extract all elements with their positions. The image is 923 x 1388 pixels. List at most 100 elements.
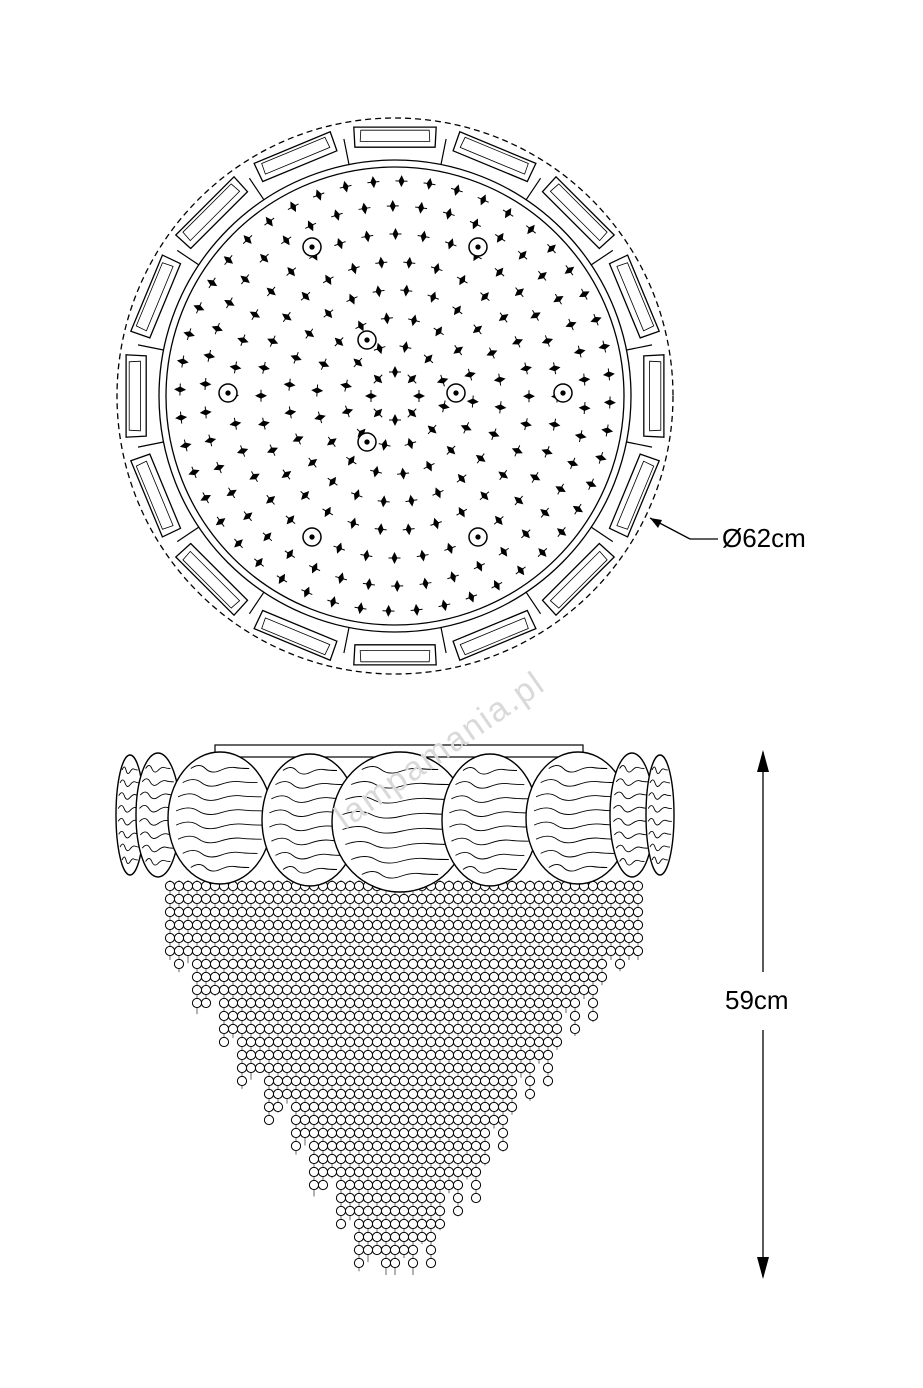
strand-bead <box>318 1011 327 1020</box>
strand-bead <box>192 972 201 981</box>
strand-bead <box>327 1037 336 1046</box>
strand-bead <box>192 920 201 929</box>
crystal-drop <box>492 229 509 246</box>
crystal-drop <box>281 546 298 563</box>
strand-bead <box>237 1076 246 1085</box>
strand-bead <box>345 946 354 955</box>
crystal-drop <box>523 221 540 238</box>
strand-bead <box>444 933 453 942</box>
strand-bead <box>489 972 498 981</box>
strand-bead <box>408 1180 417 1189</box>
strand-bead <box>561 985 570 994</box>
strand-bead <box>381 1232 390 1241</box>
strand-bead <box>498 959 507 968</box>
strand-bead <box>624 881 633 890</box>
crystal-drop <box>370 371 387 388</box>
strand-bead <box>417 1115 426 1124</box>
crystal-drop <box>297 288 314 305</box>
bulb-socket-center <box>476 535 480 539</box>
strand-bead <box>381 1258 390 1267</box>
strand-bead <box>435 933 444 942</box>
strand-bead <box>426 1063 435 1072</box>
strand-bead <box>552 933 561 942</box>
strand-bead <box>417 933 426 942</box>
strand-bead <box>489 1011 498 1020</box>
strand-bead <box>282 959 291 968</box>
strand-bead <box>399 998 408 1007</box>
strand-bead <box>327 1102 336 1111</box>
strand-bead <box>309 907 318 916</box>
strand-bead <box>183 907 192 916</box>
crystal-drop-hook <box>400 290 412 291</box>
strand-bead <box>480 1141 489 1150</box>
strand-bead <box>219 894 228 903</box>
strand-bead <box>480 1037 489 1046</box>
strand-bead <box>489 907 498 916</box>
strand-bead <box>363 1245 372 1254</box>
strand-bead <box>534 881 543 890</box>
strand-bead <box>426 946 435 955</box>
strand-bead <box>444 1128 453 1137</box>
crystal-drop <box>282 511 299 528</box>
strand-bead <box>579 920 588 929</box>
strand-bead <box>516 920 525 929</box>
strand-bead <box>444 1154 453 1163</box>
strand-bead <box>480 1154 489 1163</box>
strand-bead <box>507 907 516 916</box>
strand-bead <box>282 998 291 1007</box>
crystal-drop <box>278 232 295 249</box>
strand-bead <box>273 1089 282 1098</box>
strand-bead <box>183 881 192 890</box>
crystal-drop <box>263 283 280 300</box>
crystal-drop <box>475 192 491 208</box>
strand-bead <box>444 1180 453 1189</box>
strand-bead <box>417 1167 426 1176</box>
strand-bead <box>408 998 417 1007</box>
strand-bead <box>525 1024 534 1033</box>
strand-bead <box>246 1050 255 1059</box>
strand-bead <box>219 1037 228 1046</box>
strand-bead <box>417 1206 426 1215</box>
strand-bead <box>417 920 426 929</box>
crystal-drop <box>495 309 512 326</box>
strand-bead <box>426 1141 435 1150</box>
crystal-drop <box>570 501 587 518</box>
strand-bead <box>282 1089 291 1098</box>
crystal-drop-hook <box>205 378 206 390</box>
strand-bead <box>480 933 489 942</box>
strand-bead <box>354 1089 363 1098</box>
strand-bead <box>372 1050 381 1059</box>
strand-bead <box>453 1115 462 1124</box>
strand-bead <box>165 881 174 890</box>
strand-bead <box>435 1076 444 1085</box>
crystal-drop <box>228 417 242 431</box>
crystal-drop <box>534 267 551 284</box>
strand-bead <box>426 985 435 994</box>
strand-bead <box>471 1115 480 1124</box>
strand-bead <box>354 1141 363 1150</box>
strand-bead <box>282 1076 291 1085</box>
strand-bead <box>426 1206 435 1215</box>
strand-bead <box>237 972 246 981</box>
strand-bead <box>408 1089 417 1098</box>
strand-bead <box>462 1037 471 1046</box>
crystal-drop <box>343 452 360 469</box>
strand-bead <box>480 959 489 968</box>
bulb-socket-center <box>310 535 314 539</box>
strand-bead <box>246 933 255 942</box>
strand-bead <box>435 1050 444 1059</box>
strand-bead <box>354 1167 363 1176</box>
strand-bead <box>462 1128 471 1137</box>
strand-bead <box>480 1128 489 1137</box>
strand-bead <box>480 985 489 994</box>
strand-bead <box>399 1063 408 1072</box>
strand-bead <box>174 907 183 916</box>
strand-bead <box>318 1063 327 1072</box>
strand-bead <box>381 1245 390 1254</box>
crystal-drop <box>320 272 336 288</box>
strand-bead <box>336 1154 345 1163</box>
strand-bead <box>228 907 237 916</box>
side-view <box>116 745 674 1275</box>
strand-bead <box>507 1063 516 1072</box>
strand-bead <box>606 907 615 916</box>
